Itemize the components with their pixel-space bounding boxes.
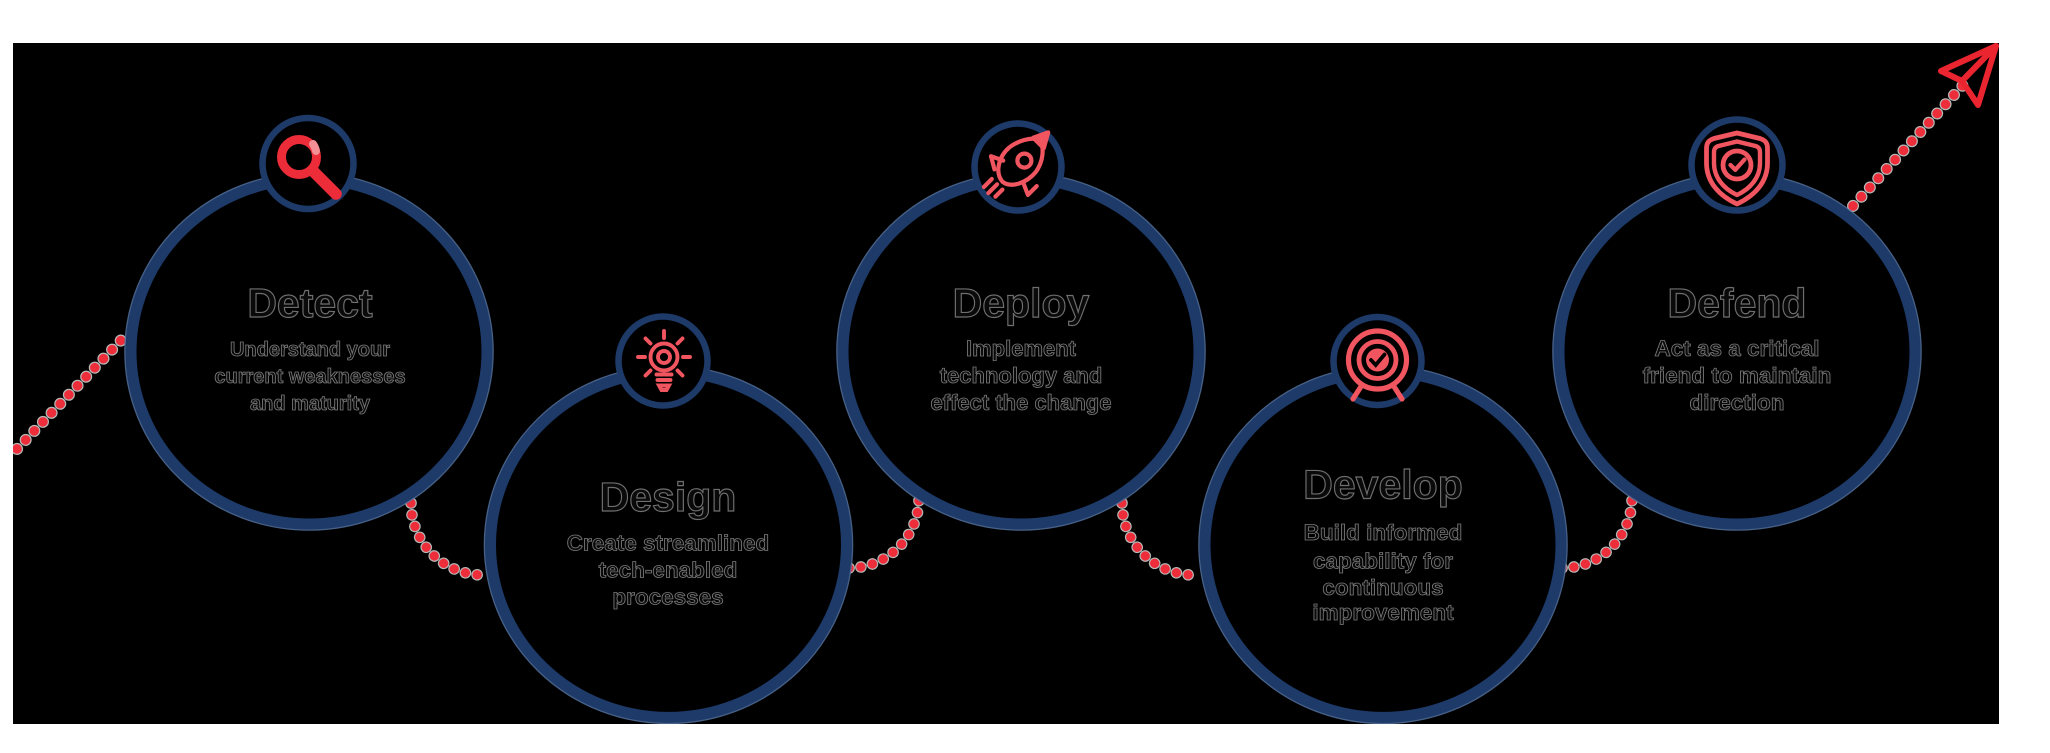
svg-text:friend to maintain: friend to maintain [1643, 363, 1832, 388]
svg-text:current weaknesses: current weaknesses [214, 366, 405, 388]
svg-text:technology and: technology and [940, 363, 1103, 388]
svg-text:capability for: capability for [1313, 549, 1453, 574]
svg-text:Detect: Detect [247, 280, 373, 326]
svg-text:Understand your: Understand your [230, 339, 390, 361]
svg-text:effect the change: effect the change [931, 390, 1112, 415]
svg-text:processes: processes [612, 585, 723, 610]
svg-text:improvement: improvement [1312, 600, 1454, 625]
svg-text:Build informed: Build informed [1304, 520, 1463, 545]
svg-text:Develop: Develop [1303, 462, 1463, 508]
svg-text:and maturity: and maturity [250, 393, 371, 415]
svg-text:Design: Design [600, 474, 737, 520]
svg-text:Defend: Defend [1668, 280, 1807, 326]
svg-text:Implement: Implement [966, 336, 1077, 361]
svg-text:tech-enabled: tech-enabled [599, 558, 738, 583]
svg-text:Create streamlined: Create streamlined [567, 531, 770, 556]
svg-text:Deploy: Deploy [953, 280, 1090, 326]
svg-text:Act as a critical: Act as a critical [1654, 336, 1819, 361]
svg-text:direction: direction [1689, 390, 1784, 415]
svg-text:continuous: continuous [1322, 575, 1443, 600]
